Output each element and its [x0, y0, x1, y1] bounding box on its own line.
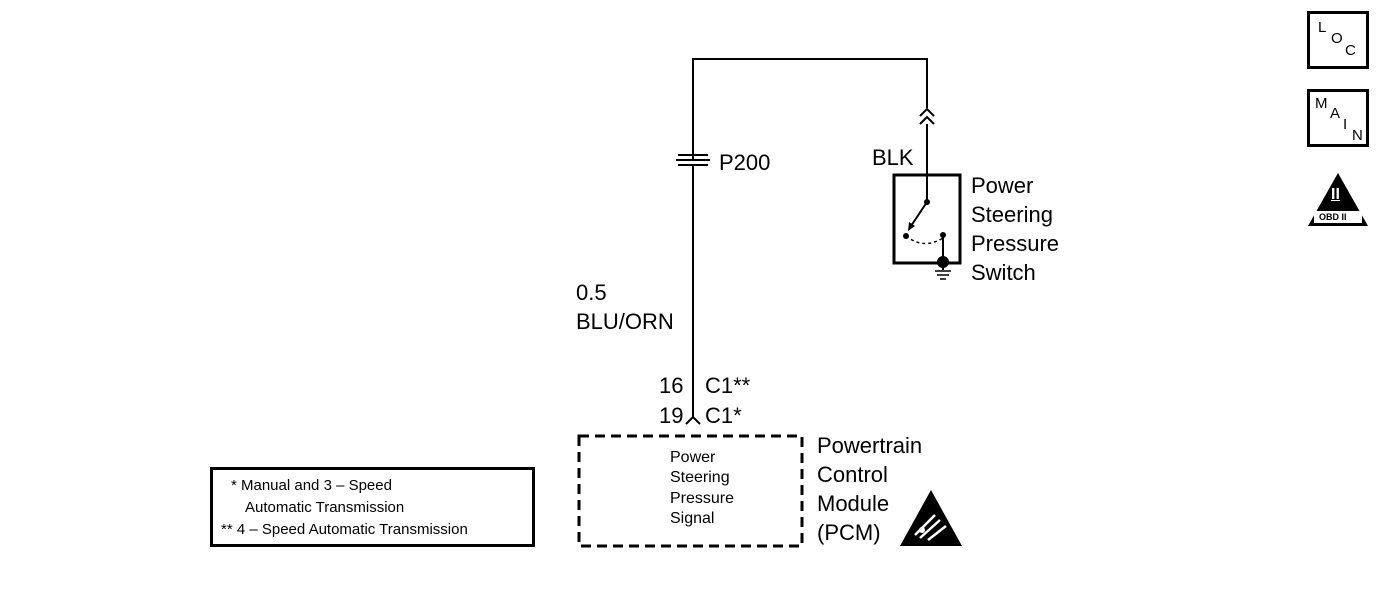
connector-chevron-icon	[919, 115, 935, 125]
wire-color-blu-orn: BLU/ORN	[576, 309, 674, 334]
wire-gauge: 0.5	[576, 280, 607, 305]
connector-chevron-icon	[919, 107, 935, 117]
obd-ii-symbol: II	[1331, 186, 1340, 203]
wire-top-loop	[692, 58, 928, 160]
pcm-label-line3: Module	[817, 491, 890, 516]
loc-button[interactable]: L O C	[1307, 11, 1369, 69]
main-letter-n: N	[1352, 127, 1363, 144]
obd-ii-icon[interactable]	[1308, 173, 1368, 226]
connector-pin-19: 19	[659, 403, 684, 428]
splice-label: P200	[719, 150, 771, 175]
loc-letter-o: O	[1331, 30, 1343, 47]
switch-contact-icon	[903, 199, 946, 262]
switch-label-line2: Steering	[971, 202, 1053, 227]
legend-line2: Automatic Transmission	[245, 499, 405, 516]
esd-warning-icon	[900, 490, 962, 546]
main-letter-m: M	[1315, 95, 1328, 112]
connector-pin-16: 16	[659, 373, 684, 398]
pcm-connector-chevron-icon	[685, 415, 701, 425]
wire-color-blk: BLK	[872, 145, 914, 170]
pcm-signal-line2: Steering	[670, 469, 730, 486]
legend-box: * Manual and 3 – Speed Automatic Transmi…	[210, 467, 535, 547]
pcm-label-line1: Powertrain	[817, 433, 923, 458]
main-button[interactable]: M A I N	[1307, 89, 1369, 147]
switch-label-line4: Switch	[971, 260, 1036, 285]
pcm-signal-line3: Pressure	[670, 490, 735, 507]
loc-letter-l: L	[1318, 19, 1327, 36]
pcm-label-line2: Control	[817, 462, 888, 487]
main-letter-a: A	[1330, 105, 1341, 122]
legend-line3: ** 4 – Speed Automatic Transmission	[221, 521, 468, 538]
pcm-box	[577, 434, 804, 548]
connector-name-c1-single: C1*	[705, 403, 742, 428]
connector-name-c1-double: C1**	[705, 373, 751, 398]
pcm-signal-line1: Power	[670, 449, 716, 466]
pcm-signal-line4: Signal	[670, 510, 715, 527]
pressure-switch-box	[892, 173, 962, 265]
obd-ii-label: OBD II	[1319, 212, 1347, 222]
ground-icon	[935, 256, 951, 280]
pcm-label-line4: (PCM)	[817, 520, 881, 545]
switch-label-line1: Power	[971, 173, 1034, 198]
loc-letter-c: C	[1345, 42, 1356, 59]
switch-label-line3: Pressure	[971, 231, 1060, 256]
main-letter-i: I	[1343, 116, 1348, 133]
legend-line1: * Manual and 3 – Speed	[231, 477, 392, 494]
